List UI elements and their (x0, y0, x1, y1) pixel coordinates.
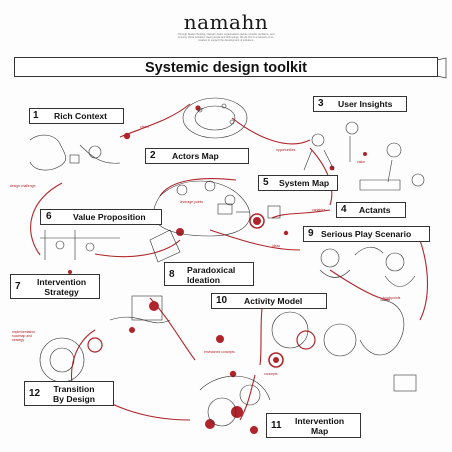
step-label: Intervention Strategy (37, 277, 87, 297)
step-1-rich-context: 1 Rich Context (29, 108, 124, 124)
step-number: 7 (15, 281, 21, 292)
step-number: 4 (341, 204, 347, 215)
step-2-actors-map: 2 Actors Map (145, 148, 249, 164)
step-label: Value Proposition (73, 212, 146, 222)
step-label: Activity Model (244, 296, 303, 306)
step-4-actants: 4 Actants (336, 202, 406, 218)
step-number: 12 (29, 388, 41, 399)
step-number: 9 (308, 228, 314, 239)
note-touchpoints: touchpoints (383, 296, 401, 300)
note-variables: variables (312, 208, 326, 212)
note-implementation-roadmap: implementation roadmap and strategy (12, 330, 35, 342)
note-concepts: concepts (264, 372, 278, 376)
note-vision: vision (140, 125, 149, 129)
step-7-intervention-strategy: 7 Intervention Strategy (10, 274, 100, 299)
step-12-transition-by-design: 12 Transition By Design (24, 381, 114, 406)
page-title: Systemic design toolkit (145, 60, 307, 76)
step-8-paradoxical-ideation: 8 Paradoxical Ideation (164, 262, 254, 286)
step-number: 2 (150, 150, 156, 161)
step-label: System Map (279, 178, 330, 188)
note-opportunities: opportunities (276, 148, 296, 152)
step-label: User Insights (338, 99, 393, 109)
brand-tagline: Through design thinking, Namahn helps or… (177, 33, 275, 43)
step-number: 1 (33, 110, 39, 121)
ink-sketches (29, 97, 425, 427)
step-10-activity-model: 10 Activity Model (211, 293, 327, 309)
step-6-value-proposition: 6 Value Proposition (40, 209, 162, 225)
step-9-serious-play-scenario: 9 Serious Play Scenario (303, 226, 430, 242)
step-3-user-insights: 3 User Insights (313, 96, 407, 112)
step-5-system-map: 5 System Map (258, 175, 338, 191)
note-design-challenge: design challenge (10, 184, 36, 188)
note-leverage-points: leverage points (180, 200, 203, 204)
step-label: Transition By Design (53, 384, 96, 404)
title-banner: Systemic design toolkit (14, 57, 438, 77)
step-number: 11 (271, 420, 282, 431)
step-label: Actants (359, 205, 391, 215)
step-number: 10 (216, 295, 228, 306)
red-highlights (68, 105, 367, 434)
step-number: 3 (318, 98, 324, 109)
step-number: 5 (263, 177, 269, 188)
banner-flag (436, 57, 447, 79)
step-label: Serious Play Scenario (321, 229, 412, 239)
step-11-intervention-map: 11 Intervention Map (266, 413, 361, 438)
brand-logo: namahn (183, 10, 269, 34)
note-value: value (357, 160, 366, 164)
step-number: 8 (169, 269, 175, 280)
step-number: 6 (46, 211, 52, 222)
step-label: Actors Map (172, 151, 219, 161)
step-label: Rich Context (54, 111, 107, 121)
step-label: Intervention Map (295, 416, 345, 436)
step-label: Paradoxical Ideation (187, 265, 236, 285)
note-ideas: ideas (272, 244, 281, 248)
note-envisioned-concepts: envisioned concepts (204, 350, 235, 354)
